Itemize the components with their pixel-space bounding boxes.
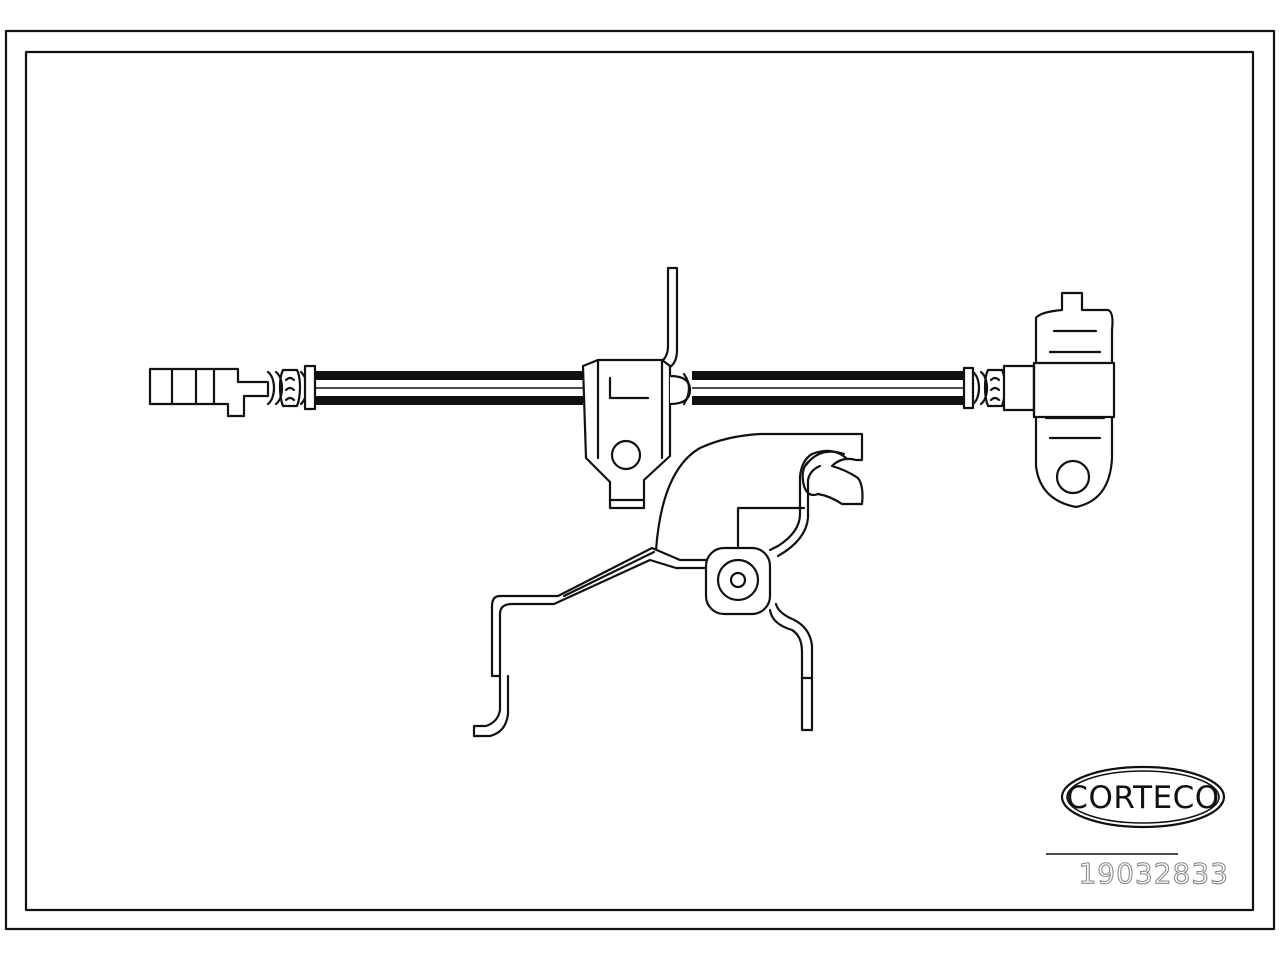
centre-mounting-bracket [581,266,692,510]
drawing-frame [4,29,1276,931]
part-number-block: 19032833 [1046,853,1229,891]
right-end-fitting [962,291,1116,509]
inner-frame [24,50,1255,912]
logo-inner-ring [1066,770,1220,824]
part-number: 19032833 [1078,857,1229,890]
outer-frame [4,29,1276,931]
brake-hose-assembly [148,266,1116,510]
left-end-fitting [148,364,317,418]
logo-outer-ring [1060,765,1226,829]
hose-body [315,371,964,405]
corteco-logo: CORTECO [1060,765,1226,829]
logo-text: CORTECO [1066,780,1219,816]
holding-bracket [472,432,864,738]
